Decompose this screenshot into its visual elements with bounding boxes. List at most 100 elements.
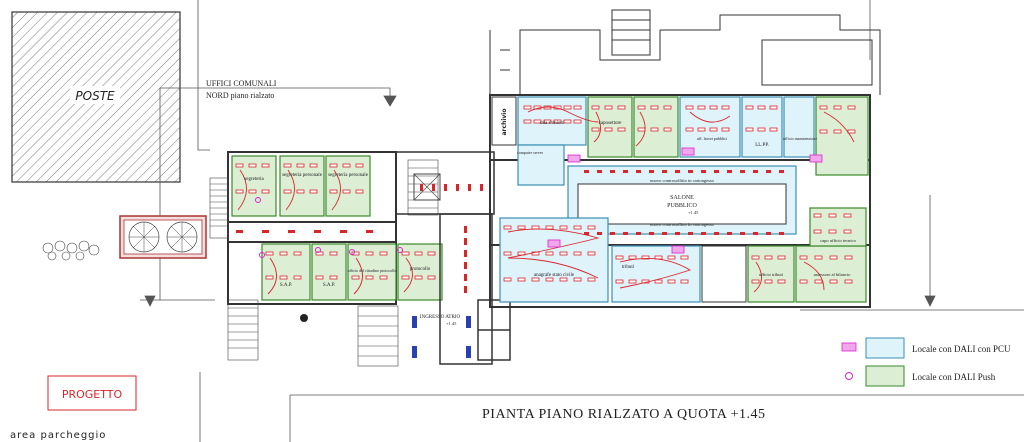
- lamp-fixture: [701, 232, 706, 235]
- lamp-fixture: [615, 255, 624, 260]
- lamp-fixture: [329, 275, 338, 280]
- ingresso-level: +1.45: [446, 321, 457, 326]
- lamp-fixture: [283, 163, 292, 168]
- central-connector: [395, 151, 511, 365]
- room-label: capo ufficio tecnico: [820, 238, 856, 243]
- lamp-fixture: [844, 279, 853, 284]
- lamp-fixture: [844, 255, 853, 260]
- lamp-fixture: [623, 170, 628, 173]
- lamp-fixture: [617, 105, 626, 110]
- room-label: protocollo: [410, 267, 431, 272]
- lamp-fixture: [401, 275, 410, 280]
- top-annex: [489, 9, 881, 96]
- area-parcheggio-label: area parcheggio: [10, 430, 106, 441]
- lamp-fixture: [293, 251, 302, 256]
- room-label: ufficio del cittadino protocollo: [348, 268, 397, 273]
- poste-label: POSTE: [75, 89, 115, 103]
- lamp-fixture: [261, 189, 270, 194]
- pillar: [300, 314, 308, 322]
- lamp-fixture: [799, 255, 808, 260]
- lamp-fixture: [309, 189, 318, 194]
- lamp-fixture: [559, 277, 568, 282]
- lamp-fixture: [464, 250, 467, 257]
- lamp-fixture: [584, 232, 589, 235]
- lamp-fixture: [667, 279, 676, 284]
- room-manutenzione: [783, 96, 815, 158]
- lamp-fixture: [753, 170, 758, 173]
- room-label: segreteria personale: [282, 173, 323, 178]
- lamp-fixture: [649, 232, 654, 235]
- lamp-fixture: [751, 279, 760, 284]
- lamp-fixture: [829, 255, 838, 260]
- room-label: S.A.P.: [323, 283, 335, 288]
- lamp-fixture: [573, 225, 582, 230]
- lamp-fixture: [757, 105, 766, 110]
- room-label: tributi: [622, 265, 635, 270]
- lamp-fixture: [769, 127, 778, 132]
- uffici-label: UFFICI COMUNALI NORD piano rialzato: [206, 79, 277, 100]
- lamp-fixture: [745, 105, 754, 110]
- lamp-fixture: [573, 119, 582, 124]
- room-assessore: [795, 245, 867, 303]
- lamp-fixture: [573, 251, 582, 256]
- lamp-fixture: [662, 232, 667, 235]
- room-label: segreteria personale: [328, 173, 369, 178]
- lamp-fixture: [637, 105, 646, 110]
- uffici-line2: NORD piano rialzato: [206, 91, 274, 100]
- lamp-fixture: [764, 255, 773, 260]
- lamp-fixture: [604, 105, 613, 110]
- lamp-fixture: [714, 170, 719, 173]
- lamp-fixture: [740, 232, 745, 235]
- lamp-fixture: [813, 229, 822, 234]
- east-bottom-rooms: [499, 207, 867, 303]
- lamp-fixture: [573, 277, 582, 282]
- lamp-fixture: [650, 127, 659, 132]
- lamp-fixture: [769, 105, 778, 110]
- lamp-fixture: [628, 279, 637, 284]
- lamp-fixture: [662, 170, 667, 173]
- lamp-fixture: [248, 189, 257, 194]
- lamp-fixture: [745, 127, 754, 132]
- lamp-fixture: [533, 119, 542, 124]
- lamp-fixture: [641, 255, 650, 260]
- wiring-line: [593, 111, 601, 143]
- atrium-fixtures: [412, 316, 471, 358]
- room-label: caposettore: [599, 121, 623, 126]
- lamp-fixture: [545, 225, 554, 230]
- legend-pcu-symbol: [841, 342, 857, 352]
- room-label: anagrafe stato civile: [534, 273, 575, 278]
- lamp-fixture: [351, 275, 360, 280]
- lamp-fixture: [248, 163, 257, 168]
- lamp-fixture: [727, 232, 732, 235]
- lamp-fixture: [688, 170, 693, 173]
- lamp-fixture: [563, 119, 572, 124]
- lamp-fixture: [819, 129, 828, 134]
- legend: Locale con DALI con PCU Locale con DALI …: [841, 337, 1011, 387]
- ingresso-label: INGRESSO ATRIO: [420, 315, 461, 320]
- lamp-fixture: [697, 127, 706, 132]
- lamp-fixture: [615, 279, 624, 284]
- progetto-label: PROGETTO: [62, 388, 123, 401]
- lamp-fixture: [456, 184, 459, 191]
- salone-label-1: SALONE: [670, 195, 694, 201]
- lamp-fixture: [721, 105, 730, 110]
- room-label: computer server: [517, 150, 544, 155]
- legend-pcu-swatch: [865, 337, 905, 359]
- lamp-fixture: [365, 275, 374, 280]
- lamp-fixture: [464, 226, 467, 233]
- lamp-fixture: [432, 184, 435, 191]
- lamp-fixture: [262, 230, 269, 233]
- lamp-fixture: [649, 170, 654, 173]
- lamp-fixture: [329, 189, 338, 194]
- lamp-fixture: [464, 274, 467, 281]
- lamp-fixture: [468, 184, 471, 191]
- lamp-fixture: [573, 105, 582, 110]
- lamp-fixture: [799, 279, 808, 284]
- wiring-line: [353, 257, 363, 295]
- lamp-fixture: [366, 230, 373, 233]
- lamp-fixture: [819, 105, 828, 110]
- lamp-fixture: [584, 170, 589, 173]
- lamp-fixture: [701, 170, 706, 173]
- lamp-fixture: [833, 129, 842, 134]
